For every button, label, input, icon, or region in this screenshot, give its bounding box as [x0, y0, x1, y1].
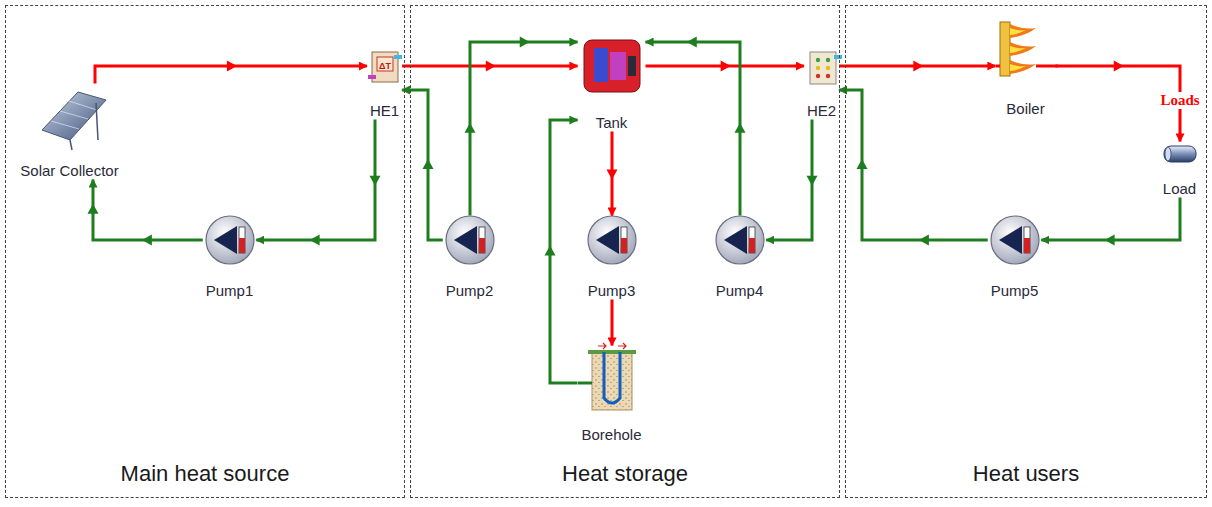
return-pipe — [550, 120, 578, 383]
return-pipe — [646, 42, 741, 216]
flow-arrow — [913, 61, 923, 72]
return-pipe — [93, 180, 203, 241]
hot-pipe — [611, 300, 614, 346]
component-label: Load — [1163, 180, 1196, 198]
flow-arrow — [423, 159, 434, 169]
flow-arrow — [687, 37, 697, 48]
component-label: HE1 — [370, 102, 399, 120]
component-label: Pump1 — [206, 282, 254, 300]
pump: Pump4 — [713, 216, 767, 300]
component-label: Pump5 — [991, 282, 1039, 300]
flow-arrow — [486, 61, 496, 72]
region-box: Solar Collector HE1Pump1Main heat source — [5, 5, 405, 498]
load: Load — [1158, 142, 1202, 198]
pump: Pump1 — [203, 216, 257, 300]
return-pipe — [256, 120, 375, 241]
borehole-icon — [578, 343, 636, 410]
component-label: Pump2 — [446, 282, 494, 300]
component-label: Pump3 — [588, 282, 636, 300]
heat-exchanger-icon — [810, 52, 842, 84]
component-label: Borehole — [581, 426, 641, 444]
component-label: Tank — [596, 114, 628, 132]
region-box: BoilerLoadPump5Heat users — [845, 5, 1207, 498]
return-pipe — [402, 90, 443, 240]
flow-arrow — [465, 123, 476, 133]
flow-arrow — [227, 61, 237, 72]
flow-arrow — [721, 61, 731, 72]
heat-exchanger-icon — [368, 52, 402, 82]
solar-collector: Solar Collector — [17, 84, 121, 180]
flow-arrow — [310, 235, 320, 246]
pump: Pump5 — [988, 216, 1042, 300]
boiler: Boiler — [996, 18, 1056, 118]
flow-arrow — [919, 235, 929, 246]
return-pipe — [839, 90, 988, 240]
component-label: Solar Collector — [20, 162, 118, 180]
pump-icon — [716, 216, 764, 264]
flow-arrow — [607, 170, 618, 180]
flow-arrow — [142, 235, 152, 246]
flow-arrow — [735, 123, 746, 133]
flow-arrow — [1105, 235, 1115, 246]
label-holder: Loads — [1158, 91, 1201, 109]
symbol-label: ΔT — [379, 62, 391, 72]
tank-icon — [584, 40, 640, 92]
flow-arrow — [520, 37, 530, 48]
storage-tank: Tank — [578, 36, 646, 132]
region-box: Tank HE2Pump2 Pump3 Pump4BoreholeHeat stora… — [410, 5, 840, 498]
region-title: Heat storage — [562, 461, 688, 487]
return-pipe — [1041, 198, 1180, 241]
pump-icon — [206, 216, 254, 264]
heat-exchanger: HE2 — [804, 50, 839, 120]
pump: Pump2 — [443, 216, 497, 300]
borehole: Borehole — [578, 346, 646, 444]
return-pipe — [766, 120, 812, 241]
flow-arrow — [370, 176, 381, 186]
component-label: Boiler — [1006, 100, 1044, 118]
load-icon — [1164, 146, 1196, 162]
component-label: Pump4 — [716, 282, 764, 300]
return-pipe — [470, 42, 578, 216]
region-title: Main heat source — [121, 461, 290, 487]
region-title: Heat users — [973, 461, 1079, 487]
heat-exchanger: HE1 — [367, 50, 402, 120]
flow-arrow — [1114, 61, 1124, 72]
pump: Pump3 — [585, 216, 639, 300]
flow-arrow — [807, 176, 818, 186]
pump-icon — [446, 216, 494, 264]
pump-icon — [991, 216, 1039, 264]
flow-label: Loads — [1158, 92, 1201, 109]
flow-arrow — [88, 204, 99, 214]
flow-arrow — [857, 159, 868, 169]
solar-collector-icon — [42, 92, 106, 150]
flow-arrow — [545, 246, 556, 256]
component-label: HE2 — [807, 102, 836, 120]
pump-icon — [588, 216, 636, 264]
label-holder: ΔT — [379, 55, 391, 73]
boiler-icon — [996, 22, 1058, 76]
